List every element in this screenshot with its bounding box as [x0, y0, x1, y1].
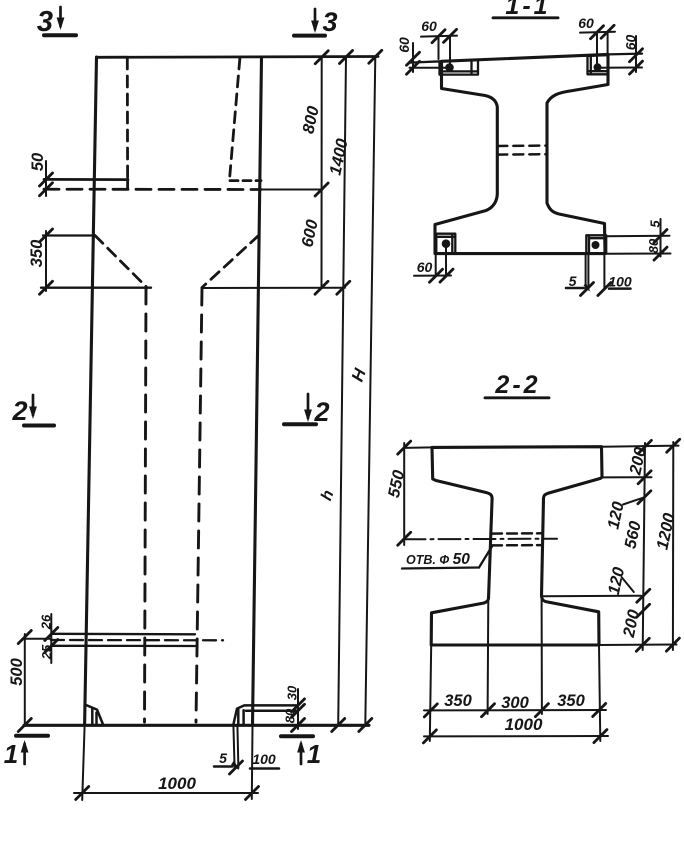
svg-text:100: 100: [252, 751, 276, 767]
svg-text:600: 600: [298, 217, 322, 248]
svg-text:120: 120: [605, 565, 629, 596]
svg-text:60: 60: [396, 37, 412, 53]
svg-text:5: 5: [219, 750, 227, 766]
svg-text:60: 60: [578, 15, 594, 31]
svg-text:350: 350: [557, 692, 585, 710]
svg-text:500: 500: [8, 657, 26, 685]
svg-text:80: 80: [646, 238, 661, 253]
svg-text:120: 120: [604, 499, 628, 530]
svg-text:2: 2: [313, 397, 329, 427]
svg-text:1-1: 1-1: [505, 0, 550, 20]
svg-text:5: 5: [569, 273, 577, 289]
svg-text:3: 3: [322, 7, 337, 37]
svg-text:2-2: 2-2: [494, 371, 540, 399]
svg-text:1: 1: [4, 739, 18, 769]
svg-text:300: 300: [501, 694, 529, 712]
svg-text:30: 30: [285, 685, 300, 700]
svg-text:ОТВ. Ф 50: ОТВ. Ф 50: [406, 551, 470, 568]
svg-text:350: 350: [28, 239, 46, 267]
svg-text:550: 550: [385, 468, 409, 499]
svg-text:80: 80: [283, 708, 298, 723]
svg-text:5: 5: [648, 220, 663, 228]
svg-text:1000: 1000: [505, 715, 543, 734]
svg-text:200: 200: [626, 445, 650, 477]
svg-text:200: 200: [620, 607, 644, 639]
svg-text:100: 100: [608, 274, 632, 290]
svg-text:60: 60: [417, 259, 433, 275]
svg-text:350: 350: [444, 692, 472, 710]
svg-text:60: 60: [421, 18, 437, 34]
svg-text:1000: 1000: [158, 774, 196, 793]
svg-text:H: H: [348, 365, 370, 384]
svg-text:1200: 1200: [653, 511, 678, 551]
svg-text:h: h: [318, 488, 337, 503]
svg-text:560: 560: [621, 519, 645, 550]
svg-text:25: 25: [39, 644, 54, 660]
svg-text:2: 2: [11, 396, 27, 426]
svg-text:1: 1: [307, 739, 321, 769]
svg-text:800: 800: [299, 104, 323, 135]
svg-text:1400: 1400: [326, 136, 351, 176]
svg-text:3: 3: [37, 6, 53, 38]
svg-text:50: 50: [29, 152, 47, 171]
svg-text:26: 26: [39, 614, 54, 630]
svg-text:60: 60: [623, 35, 639, 51]
